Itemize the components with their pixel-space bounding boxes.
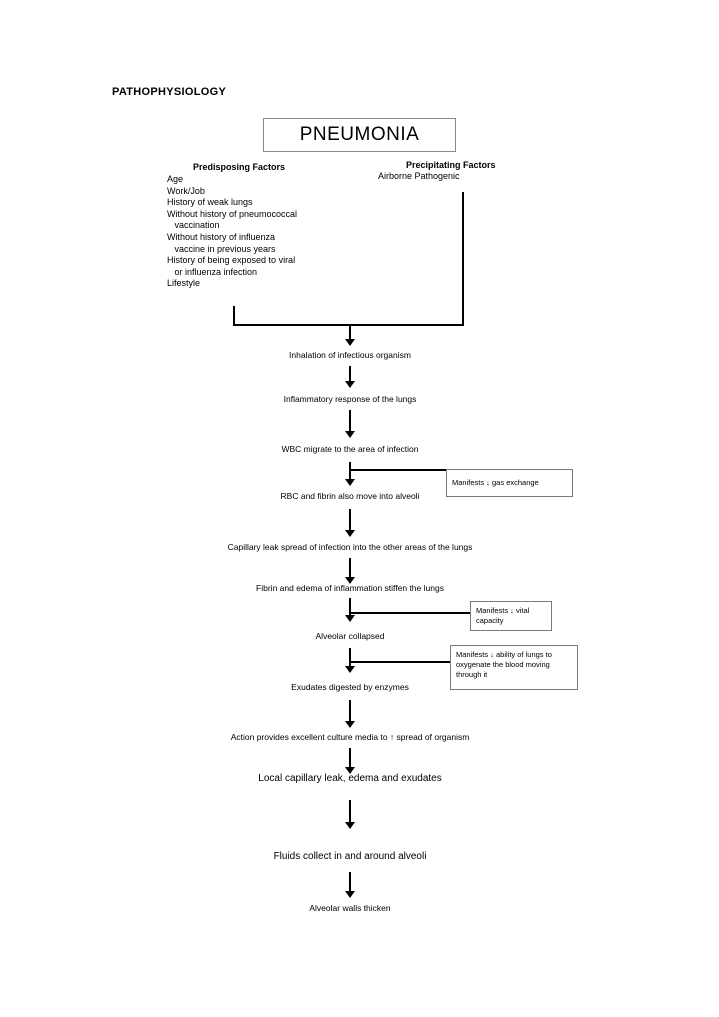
flow-node-culture-media: Action provides excellent culture media … <box>230 732 470 742</box>
flow-node-capillary-leak: Capillary leak spread of infection into … <box>227 542 473 552</box>
page-title: PATHOPHYSIOLOGY <box>112 86 227 98</box>
manifestation-vital-capacity: Manifests ↓ vital capacity <box>470 601 552 631</box>
flow-node-alveolar-collapse: Alveolar collapsed <box>315 631 385 641</box>
predisposing-factors-list: Age Work/Job History of weak lungs Witho… <box>167 174 298 289</box>
flow-node-exudates-digested: Exudates digested by enzymes <box>291 682 409 692</box>
arrow-to-alveolar-collapse <box>344 598 356 622</box>
manifestation-vital-capacity-label: Manifests ↓ vital capacity <box>476 606 530 625</box>
manifestation-gas-exchange-label: Manifests ↓ gas exchange <box>452 478 539 487</box>
predisposing-factors-heading: Predisposing Factors <box>193 162 286 172</box>
flow-node-local-capillary-leak: Local capillary leak, edema and exudates <box>258 773 442 784</box>
flow-node-inhalation: Inhalation of infectious organism <box>289 350 411 360</box>
branch-join-line <box>233 324 464 326</box>
root-node-pneumonia: PNEUMONIA <box>263 118 456 152</box>
arrow-to-local-leak <box>344 748 356 774</box>
manifestation-oxygenate-label: Manifests ↓ ability of lungs to oxygenat… <box>456 650 552 679</box>
arrow-to-culture-media <box>344 700 356 728</box>
connector-gas-exchange <box>350 469 447 471</box>
precipitating-branch-line <box>462 192 464 326</box>
manifestation-gas-exchange: Manifests ↓ gas exchange <box>446 469 573 497</box>
flow-node-alveolar-walls-thicken: Alveolar walls thicken <box>309 903 391 913</box>
manifestation-oxygenate: Manifests ↓ ability of lungs to oxygenat… <box>450 645 578 690</box>
flow-node-inflammatory-response: Inflammatory response of the lungs <box>283 394 417 404</box>
root-node-label: PNEUMONIA <box>299 124 420 145</box>
arrow-to-wbc-migrate <box>344 410 356 438</box>
arrow-to-inhalation <box>344 326 356 346</box>
arrow-to-walls-thicken <box>344 872 356 898</box>
flow-node-fibrin-edema: Fibrin and edema of inflammation stiffen… <box>256 583 444 593</box>
precipitating-factors-list: Airborne Pathogenic <box>378 171 460 181</box>
predisposing-branch-line <box>233 306 235 326</box>
flow-node-rbc-fibrin: RBC and fibrin also move into alveoli <box>280 491 420 501</box>
arrow-to-fibrin-edema <box>344 558 356 584</box>
connector-oxygenate <box>350 661 451 663</box>
arrow-to-inflammatory <box>344 366 356 388</box>
arrow-to-fluids-collect <box>344 800 356 829</box>
connector-vital-capacity <box>350 612 471 614</box>
arrow-to-capillary-leak <box>344 509 356 537</box>
flow-node-wbc-migrate: WBC migrate to the area of infection <box>281 444 419 454</box>
flow-node-fluids-collect: Fluids collect in and around alveoli <box>273 851 427 862</box>
arrow-to-exudates-digested <box>344 648 356 673</box>
precipitating-factors-heading: Precipitating Factors <box>406 160 496 170</box>
arrow-to-rbc-fibrin <box>344 462 356 486</box>
